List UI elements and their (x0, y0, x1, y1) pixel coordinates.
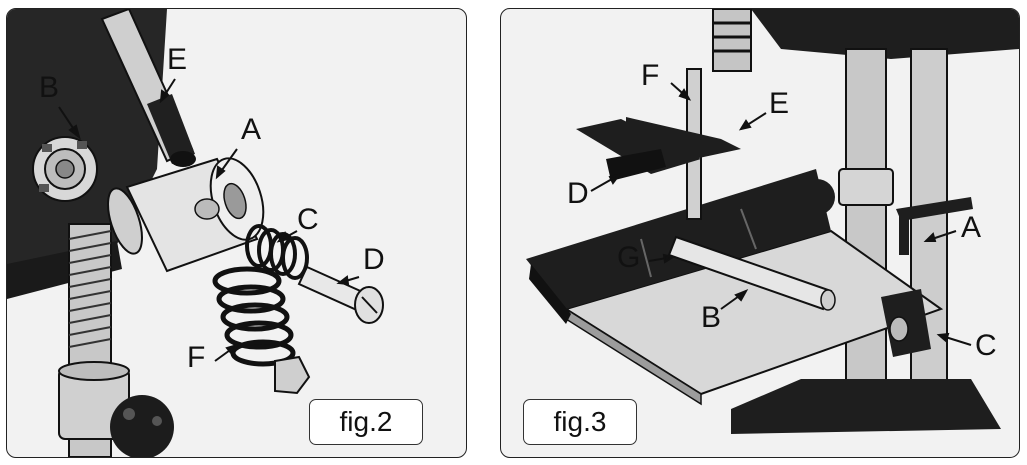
callout-label-d: D (363, 243, 385, 276)
spring-f (212, 266, 296, 367)
callout-label-g: G (617, 241, 641, 274)
figure-caption: fig.3 (523, 399, 637, 445)
bracket-c (881, 289, 931, 357)
clamp-knob-d (606, 149, 666, 181)
spring-c (245, 224, 309, 280)
callout-label-f: F (641, 59, 660, 92)
callout-label-e: E (167, 43, 188, 76)
figure-2-panel: B E A C D F fig.2 (6, 8, 467, 458)
callout-label-c: C (975, 329, 997, 362)
fence-knob (799, 179, 835, 215)
lock-knob (110, 395, 174, 457)
callout-label-c: C (297, 203, 319, 236)
locking-collar-b (32, 136, 98, 202)
callout-label-f: F (187, 341, 206, 374)
sleeve-a (107, 157, 265, 273)
callout-label-d: D (567, 177, 589, 210)
chuck (712, 9, 752, 72)
callout-label-a: A (961, 211, 982, 244)
callout-label-a: A (241, 113, 262, 146)
machine-head (751, 9, 1019, 59)
figure-3-panel: F E D A G B C fig.3 (500, 8, 1020, 458)
callout-label-b: B (701, 301, 722, 334)
figure-2-drawing (7, 9, 384, 457)
rod-b (667, 235, 836, 311)
bolt-d (297, 265, 384, 324)
nut-f (274, 355, 311, 395)
handle-e (100, 9, 196, 167)
figure-caption: fig.2 (309, 399, 423, 445)
callout-label-b: B (39, 71, 60, 104)
callout-label-e: E (769, 87, 790, 120)
lock-lever-a (896, 197, 973, 255)
machine-base (731, 379, 1001, 434)
leader-lines (590, 82, 972, 346)
leader-lines (58, 78, 360, 362)
figure-3-drawing (526, 9, 1019, 434)
